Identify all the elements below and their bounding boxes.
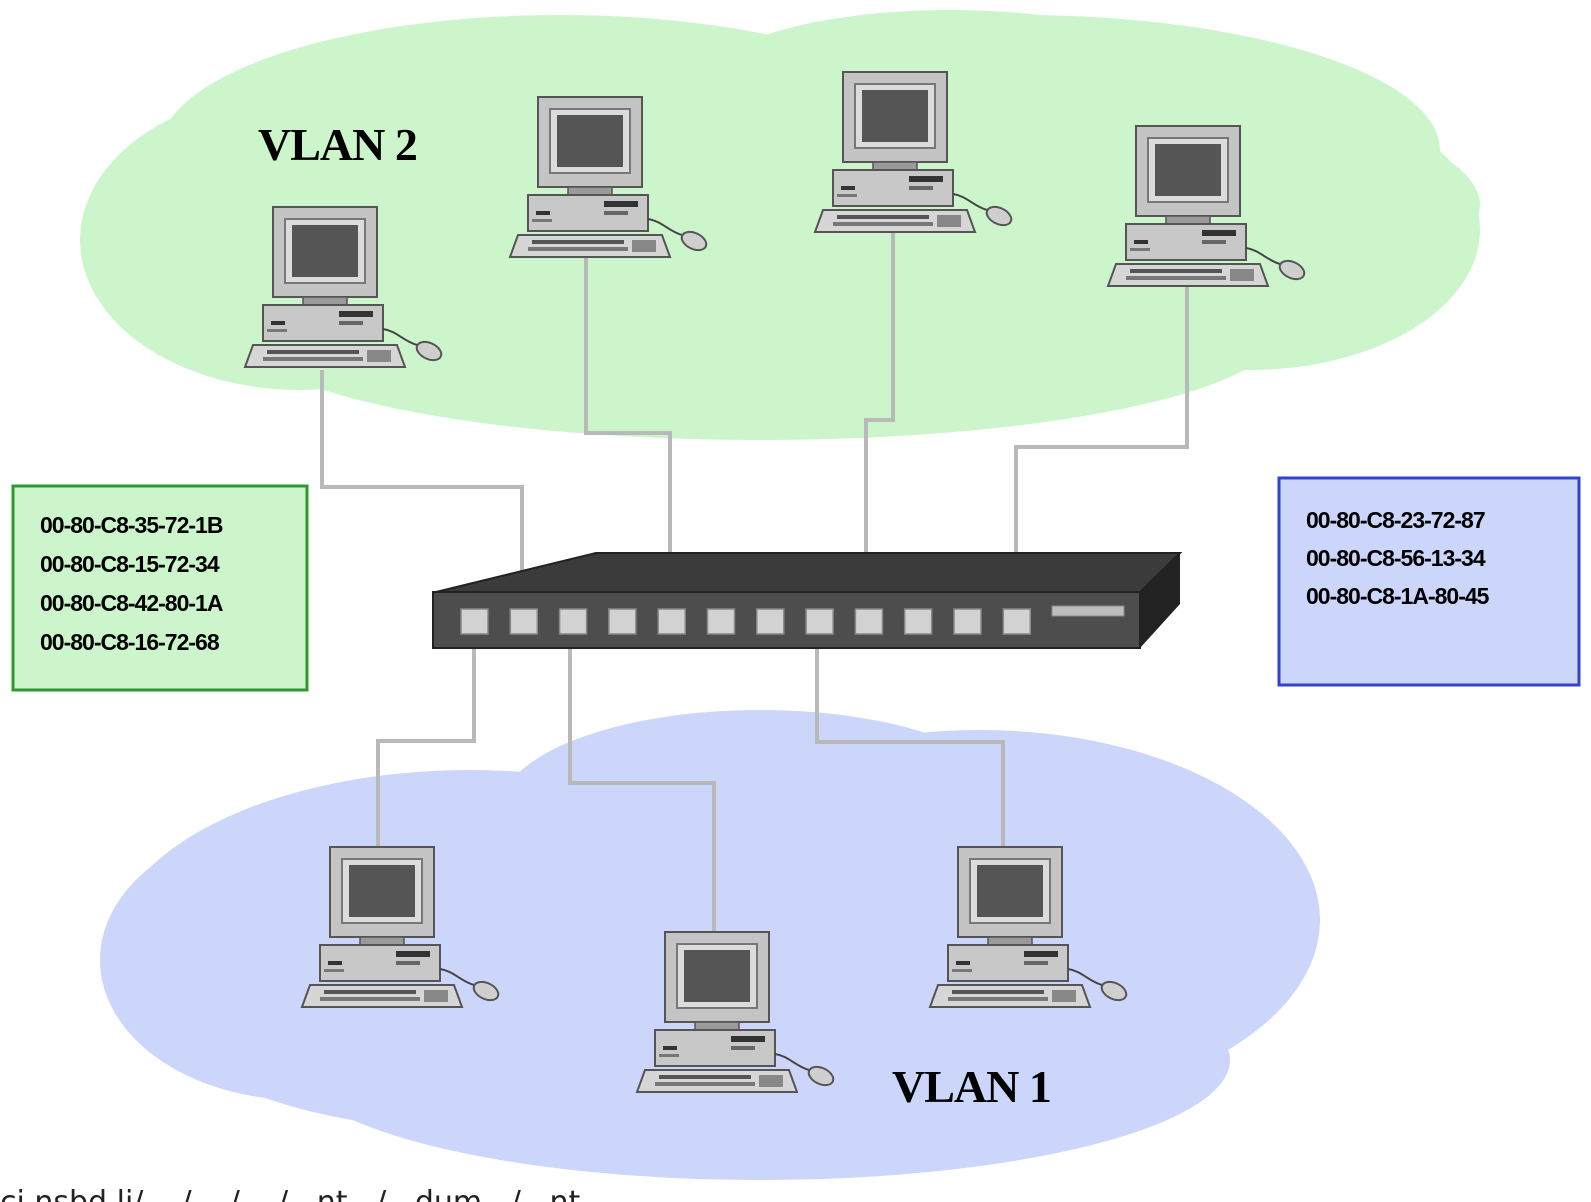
switch-port-4 (608, 608, 637, 635)
switch-port-7 (756, 608, 785, 635)
switch-port-12 (1002, 608, 1032, 635)
vlan1-mac-address: 00-80-C8-1A-80-45 (1306, 583, 1490, 609)
cable-vlan2-pc2 (584, 258, 672, 622)
cable-vlan2-pc3 (864, 230, 895, 622)
page-caption: ci.nsbd.li/... /... /... /...nt.../...du… (0, 1185, 609, 1202)
switch-port-10 (903, 608, 933, 635)
cable-vlan2-pc4 (1014, 286, 1189, 622)
vlan1-label: VLAN 1 (892, 1061, 1051, 1112)
cable-vlan2-pc1 (320, 370, 524, 622)
vlan2-mac-address: 00-80-C8-15-72-34 (40, 551, 220, 577)
switch-port-11 (953, 608, 982, 635)
vlan2-mac-address: 00-80-C8-42-80-1A (40, 590, 223, 616)
cable-vlan1-pc2 (568, 622, 716, 944)
switch-port-6 (706, 608, 736, 635)
vlan2-label: VLAN 2 (258, 119, 417, 170)
vlan1-mac-address: 00-80-C8-56-13-34 (1306, 545, 1486, 571)
network-switch-icon (432, 552, 1183, 649)
cables (320, 230, 1189, 944)
vlan1-mac-address: 00-80-C8-23-72-87 (1306, 507, 1485, 533)
switch-port-1 (460, 608, 489, 635)
switch-port-3 (558, 608, 588, 635)
vlan2-mac-address: 00-80-C8-16-72-68 (40, 629, 220, 655)
switch-port-8 (805, 608, 834, 635)
switch-port-2 (509, 608, 539, 635)
cable-vlan1-pc3 (815, 622, 1005, 860)
cable-vlan1-pc1 (376, 622, 476, 860)
vlan2-mac-box: 00-80-C8-35-72-1B 00-80-C8-15-72-34 00-80-… (11, 484, 309, 692)
vlan1-mac-box: 00-80-C8-23-72-87 00-80-C8-56-13-34 00-80-… (1277, 476, 1581, 687)
switch-status-led (1051, 605, 1125, 617)
switch-port-5 (657, 608, 686, 635)
vlan2-mac-address: 00-80-C8-35-72-1B (40, 512, 223, 538)
switch-port-9 (854, 608, 884, 635)
